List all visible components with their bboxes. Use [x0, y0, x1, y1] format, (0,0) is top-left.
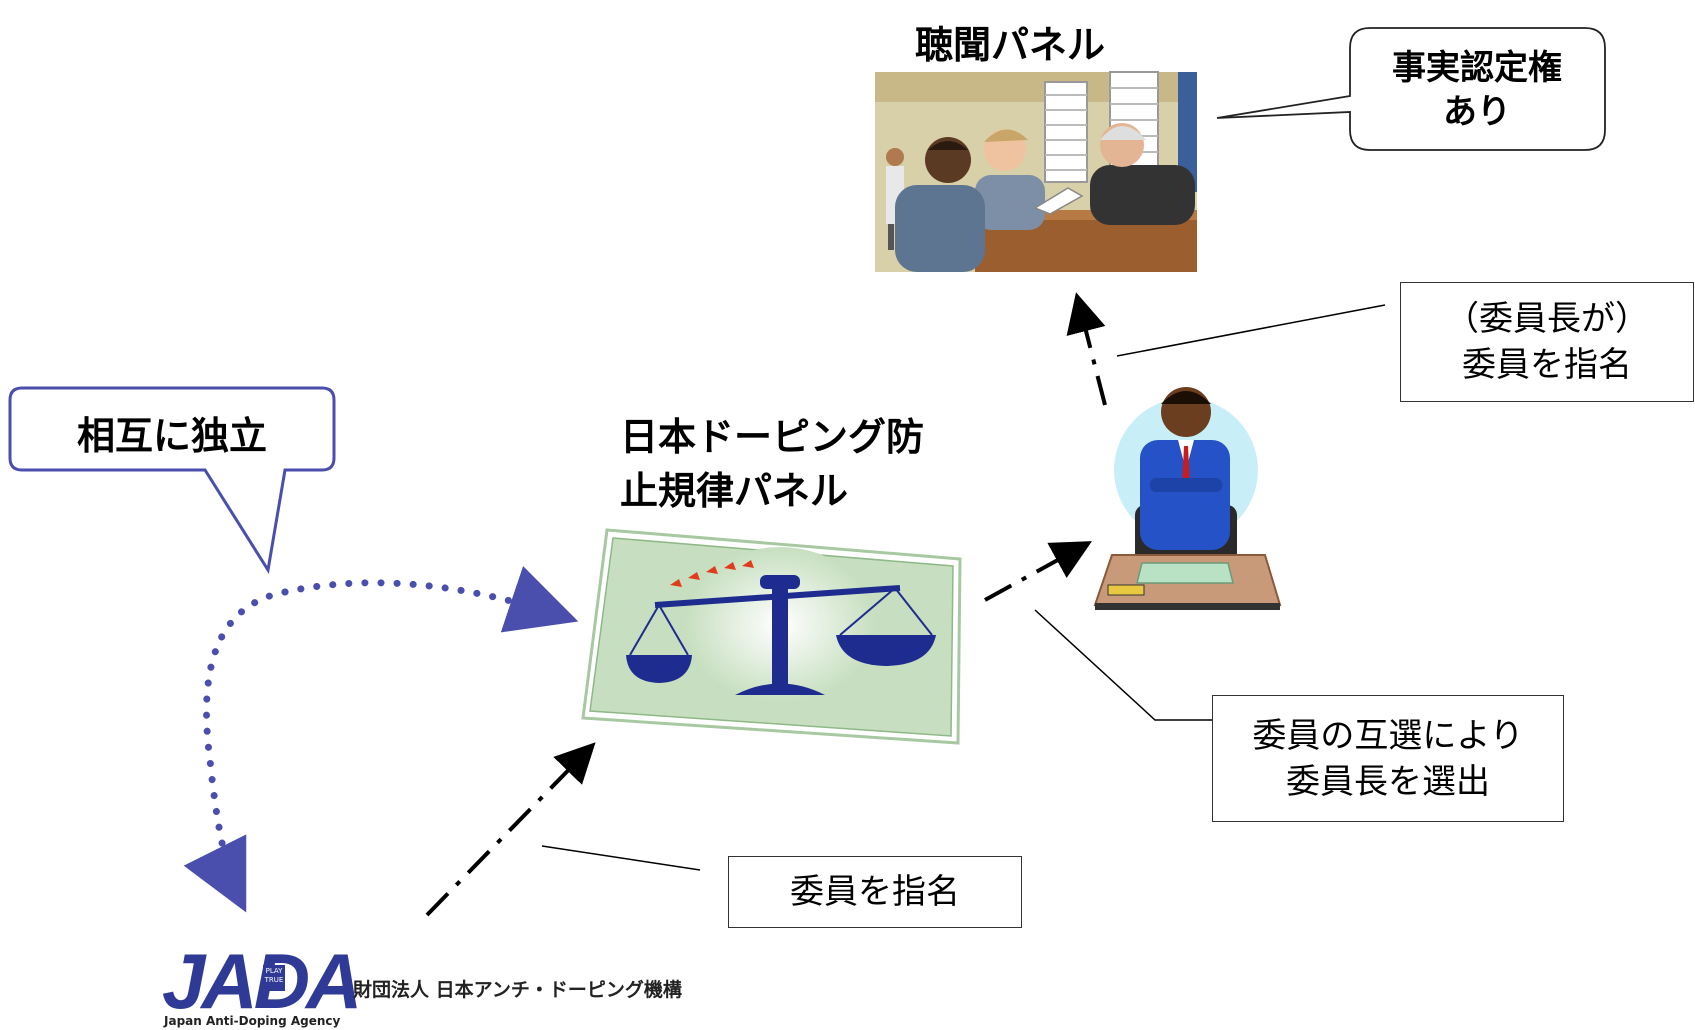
jada-logo-tag-line2: TRUE [264, 976, 284, 984]
hearing-panel-title: 聴聞パネル [915, 23, 1106, 67]
jada-logo-letters: JADA [162, 937, 362, 1025]
chair-appoint-note-line1: （委員長が） [1445, 299, 1649, 339]
fact-callout-text: 事実認定権 あり [1352, 46, 1602, 134]
chair-election-note-line1: 委員の互選により [1252, 715, 1524, 756]
jada-logo: JADA PLAY TRUE 財団法人 日本アンチ・ドーピング機構 Japan … [160, 941, 682, 1030]
jada-logo-tag-box [263, 965, 285, 991]
independence-callout-text: 相互に独立 [76, 414, 267, 458]
jada-english-name: Japan Anti-Doping Agency [164, 1014, 341, 1028]
discipline-panel-card [581, 528, 962, 745]
chair-appoint-note-line2: 委員を指名 [1462, 345, 1632, 385]
chair-note-leader [1116, 304, 1386, 357]
chairman-illustration [1093, 387, 1282, 610]
discipline-panel-title: 日本ドーピング防 止規律パネル [620, 410, 924, 518]
jada-logo-tag: PLAY TRUE [263, 967, 285, 985]
jada-appoint-note-text: 委員を指名 [790, 872, 960, 912]
courtroom-illustration [875, 71, 1197, 272]
discipline-panel-title-line1: 日本ドーピング防 [620, 415, 925, 459]
independence-dotted-arrow-to-panel [281, 566, 579, 633]
fact-callout-line2: あり [1443, 92, 1511, 132]
chair-election-note-box: 委員の互選により 委員長を選出 [1212, 695, 1564, 822]
chair-appoint-note-box: （委員長が） 委員を指名 [1400, 282, 1694, 402]
independence-callout-shape [8, 386, 336, 575]
fact-callout-shape [1216, 27, 1606, 151]
chair-election-note-line2: 委員長を選出 [1285, 761, 1490, 802]
jada-to-panel-arrow [425, 742, 596, 917]
chair-election-leader [1034, 609, 1212, 721]
jada-appoint-note-box: 委員を指名 [728, 856, 1022, 928]
panel-to-chair-arrow [984, 541, 1093, 602]
independence-dotted-arrow-to-jada [183, 588, 289, 913]
jada-logo-tag-line1: PLAY [265, 967, 283, 975]
jada-appoint-leader [541, 845, 701, 871]
jada-org-name: 財団法人 日本アンチ・ドーピング機構 [353, 979, 682, 1001]
chair-to-hearing-arrow [1066, 292, 1107, 406]
fact-callout-line1: 事実認定権 [1392, 48, 1562, 88]
discipline-panel-title-line2: 止規律パネル [620, 469, 849, 513]
